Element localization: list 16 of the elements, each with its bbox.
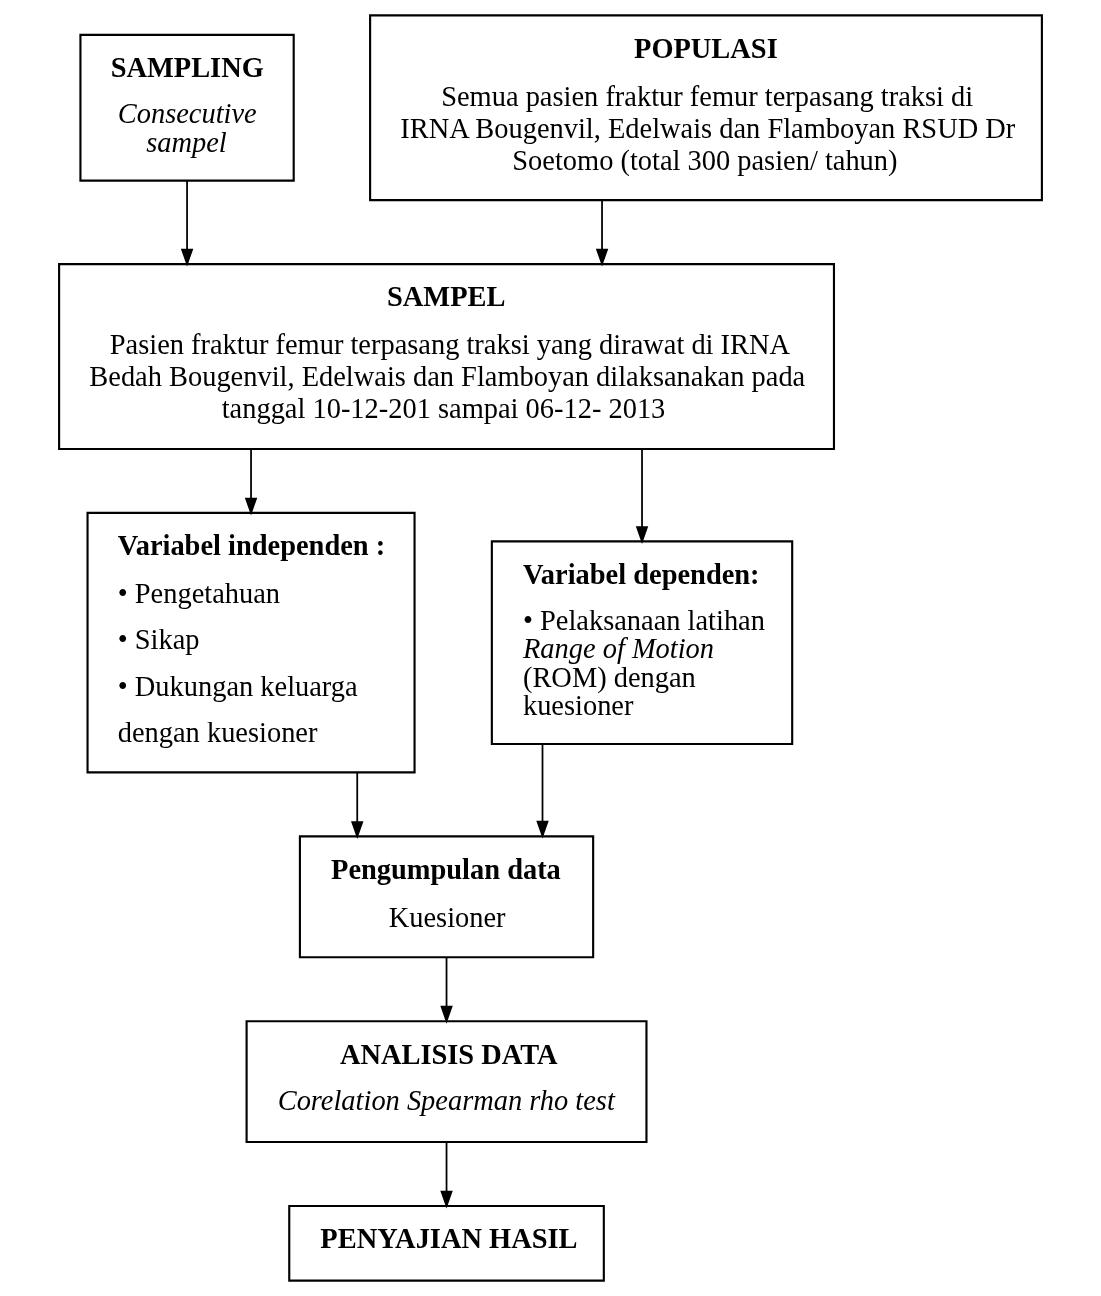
arrow xyxy=(635,448,649,545)
node-box: POPULASI Semua pasien fraktur femur terpasang traksi di IRNA Bougenvil, Edelwais dan Flamboyan RSUD Dr Soetomo (total 300 pasien/ tahun) xyxy=(369,14,1043,202)
node-box: ANALISIS DATA Corelation Spearman rho test xyxy=(245,1020,648,1144)
node-box: Variabel dependen: • Pelaksanaan latihan Range of Motion (ROM) dengan kuesioner xyxy=(490,540,794,746)
arrow xyxy=(440,956,453,1024)
node-box: Pengumpulan data Kuesioner xyxy=(298,835,595,959)
node-box: PENYAJIAN HASIL xyxy=(288,1204,605,1282)
arrow xyxy=(595,199,609,267)
arrow xyxy=(244,448,258,516)
arrow xyxy=(180,180,194,267)
arrow xyxy=(536,743,549,839)
node-box: Variabel independen : • Pengetahuan • Sikap • Dukungan keluarga dengan kuesioner xyxy=(86,511,416,774)
node-box: SAMPEL Pasien fraktur femur terpasang traksi yang dirawat di IRNA Bedah Bougenvil, Edelwais dan Flamboyan dilaksanakan pada tanggal 10-12-201 sampai 06-12- 2013 xyxy=(58,263,836,451)
arrow xyxy=(351,771,364,839)
node-box: SAMPLING Consecutive sampel xyxy=(79,33,295,182)
arrow xyxy=(440,1141,453,1209)
